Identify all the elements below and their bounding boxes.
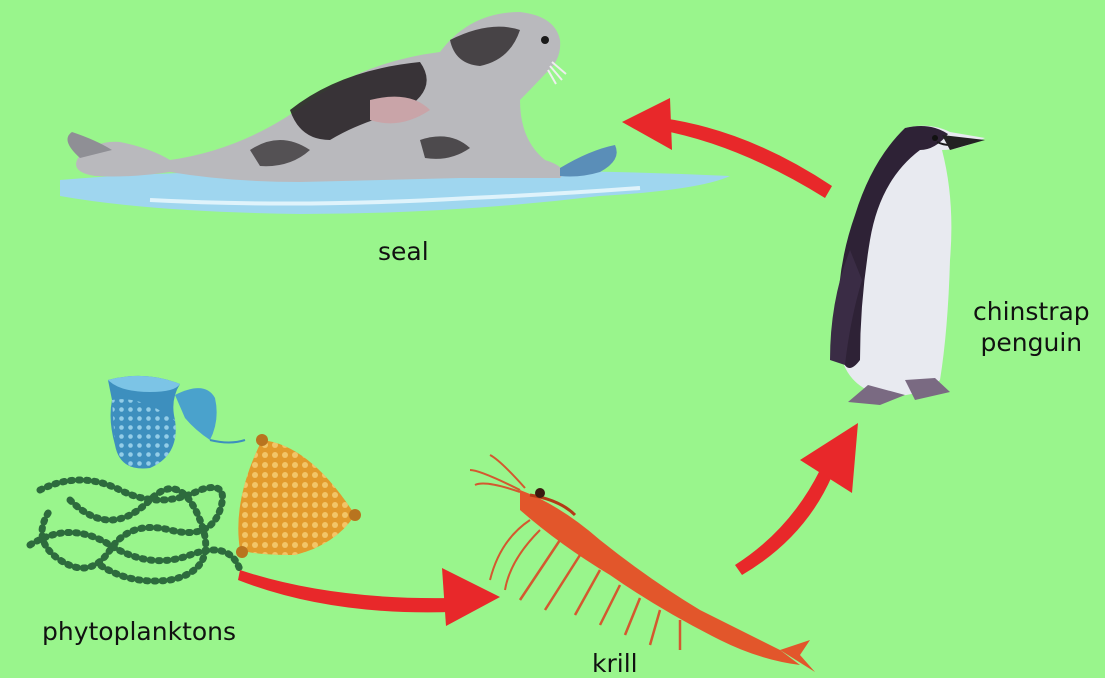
seal-body	[68, 12, 617, 182]
plankton-blue	[108, 376, 245, 469]
label-seal: seal	[378, 236, 429, 267]
label-penguin-line1: chinstrap	[973, 296, 1090, 327]
arrow-phytoplankton-to-krill	[238, 568, 500, 626]
label-phytoplanktons: phytoplanktons	[42, 616, 236, 647]
label-chinstrap-penguin: chinstrap penguin	[973, 296, 1090, 359]
chinstrap-penguin-illustration	[830, 126, 985, 405]
arrow-krill-to-penguin	[735, 423, 858, 575]
phytoplankton-illustration	[30, 376, 361, 581]
plankton-orange	[236, 434, 361, 558]
label-krill: krill	[592, 648, 638, 679]
label-penguin-line2: penguin	[973, 327, 1090, 358]
krill-illustration	[470, 455, 815, 672]
plankton-chain	[30, 480, 240, 581]
seal-illustration	[60, 12, 730, 214]
